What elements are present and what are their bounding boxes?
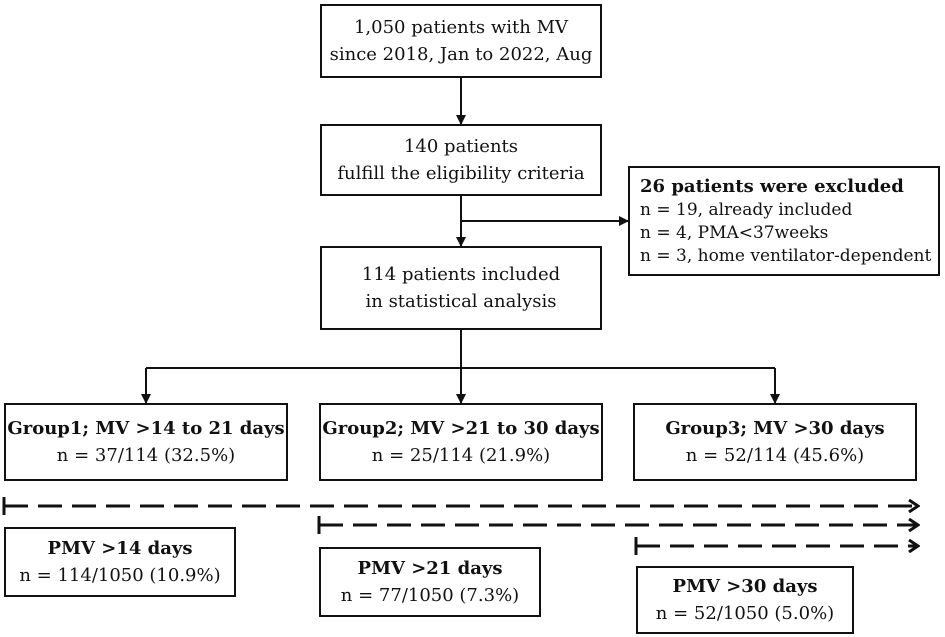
- step2-line1: 140 patients: [403, 136, 519, 157]
- group3-title: Group3; MV >30 days: [665, 418, 885, 439]
- pmv30-count: n = 52/1050 (5.0%): [655, 603, 835, 624]
- pmv30-box: PMV >30 days n = 52/1050 (5.0%): [636, 566, 854, 634]
- step1-line1: 1,050 patients with MV: [353, 17, 569, 38]
- group2-title: Group2; MV >21 to 30 days: [322, 418, 600, 439]
- group1-count: n = 37/114 (32.5%): [56, 445, 236, 466]
- group3-box: Group3; MV >30 days n = 52/114 (45.6%): [633, 403, 917, 481]
- excluded-box: 26 patients were excluded n = 19, alread…: [628, 166, 940, 276]
- step1-line2: since 2018, Jan to 2022, Aug: [329, 44, 593, 65]
- step3-line1: 114 patients included: [361, 264, 561, 285]
- group3-count: n = 52/114 (45.6%): [685, 445, 865, 466]
- step2-box: 140 patients fulfill the eligibility cri…: [320, 124, 602, 196]
- pmv21-box: PMV >21 days n = 77/1050 (7.3%): [319, 547, 541, 617]
- excluded-item: n = 3, home ventilator-dependent: [640, 246, 932, 266]
- group2-count: n = 25/114 (21.9%): [371, 445, 551, 466]
- pmv30-title: PMV >30 days: [672, 576, 818, 597]
- step2-line2: fulfill the eligibility criteria: [337, 163, 585, 184]
- pmv21-count: n = 77/1050 (7.3%): [340, 585, 520, 606]
- step3-box: 114 patients included in statistical ana…: [320, 246, 602, 330]
- excluded-item: n = 19, already included: [640, 200, 853, 220]
- pmv14-box: PMV >14 days n = 114/1050 (10.9%): [4, 527, 236, 597]
- pmv14-count: n = 114/1050 (10.9%): [19, 565, 221, 586]
- pmv21-title: PMV >21 days: [357, 558, 503, 579]
- excluded-item: n = 4, PMA<37weeks: [640, 223, 829, 243]
- group2-box: Group2; MV >21 to 30 days n = 25/114 (21…: [319, 403, 603, 481]
- step3-line2: in statistical analysis: [365, 291, 557, 312]
- group1-box: Group1; MV >14 to 21 days n = 37/114 (32…: [4, 403, 288, 481]
- group1-title: Group1; MV >14 to 21 days: [7, 418, 285, 439]
- pmv14-title: PMV >14 days: [47, 538, 193, 559]
- step1-box: 1,050 patients with MV since 2018, Jan t…: [320, 4, 602, 78]
- excluded-title: 26 patients were excluded: [640, 176, 904, 197]
